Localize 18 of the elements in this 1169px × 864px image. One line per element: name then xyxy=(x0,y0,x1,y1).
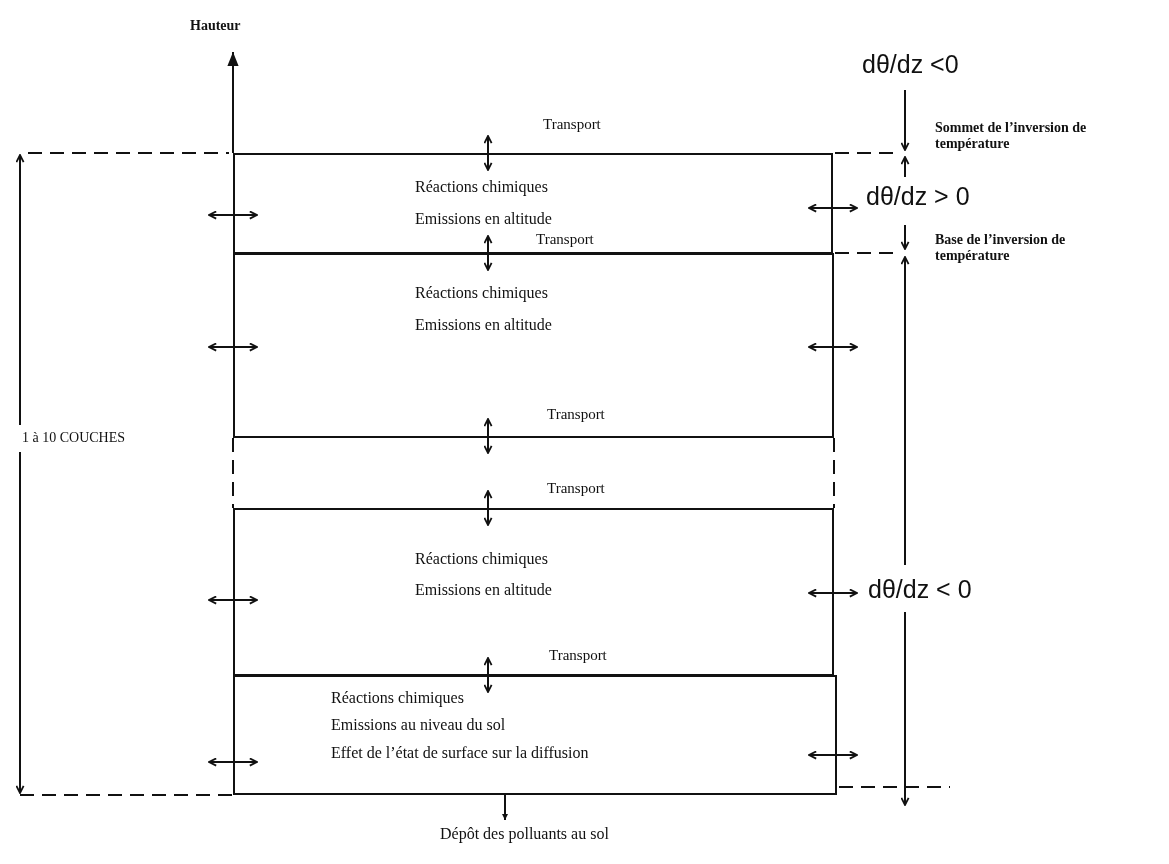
process-text: Emissions au niveau du sol xyxy=(331,715,506,735)
caption-text: Dépôt des polluants au sol xyxy=(440,824,609,844)
process-text: Effet de l’état de surface sur la diffusion xyxy=(331,743,589,763)
transport-label: Transport xyxy=(536,231,594,249)
transport-label: Transport xyxy=(543,116,601,134)
process-text: Réactions chimiques xyxy=(331,688,464,708)
process-text: Réactions chimiques xyxy=(415,283,548,303)
transport-label: Transport xyxy=(547,480,605,498)
process-text: Réactions chimiques xyxy=(415,177,548,197)
layer-box xyxy=(233,253,834,438)
transport-label: Transport xyxy=(547,406,605,424)
layer-box xyxy=(233,675,837,795)
process-text: Réactions chimiques xyxy=(415,549,548,569)
process-text: Emissions en altitude xyxy=(415,209,552,229)
process-text: Emissions en altitude xyxy=(415,315,552,335)
process-text: Emissions en altitude xyxy=(415,580,552,600)
transport-label: Transport xyxy=(549,647,607,665)
arrow xyxy=(502,794,508,821)
